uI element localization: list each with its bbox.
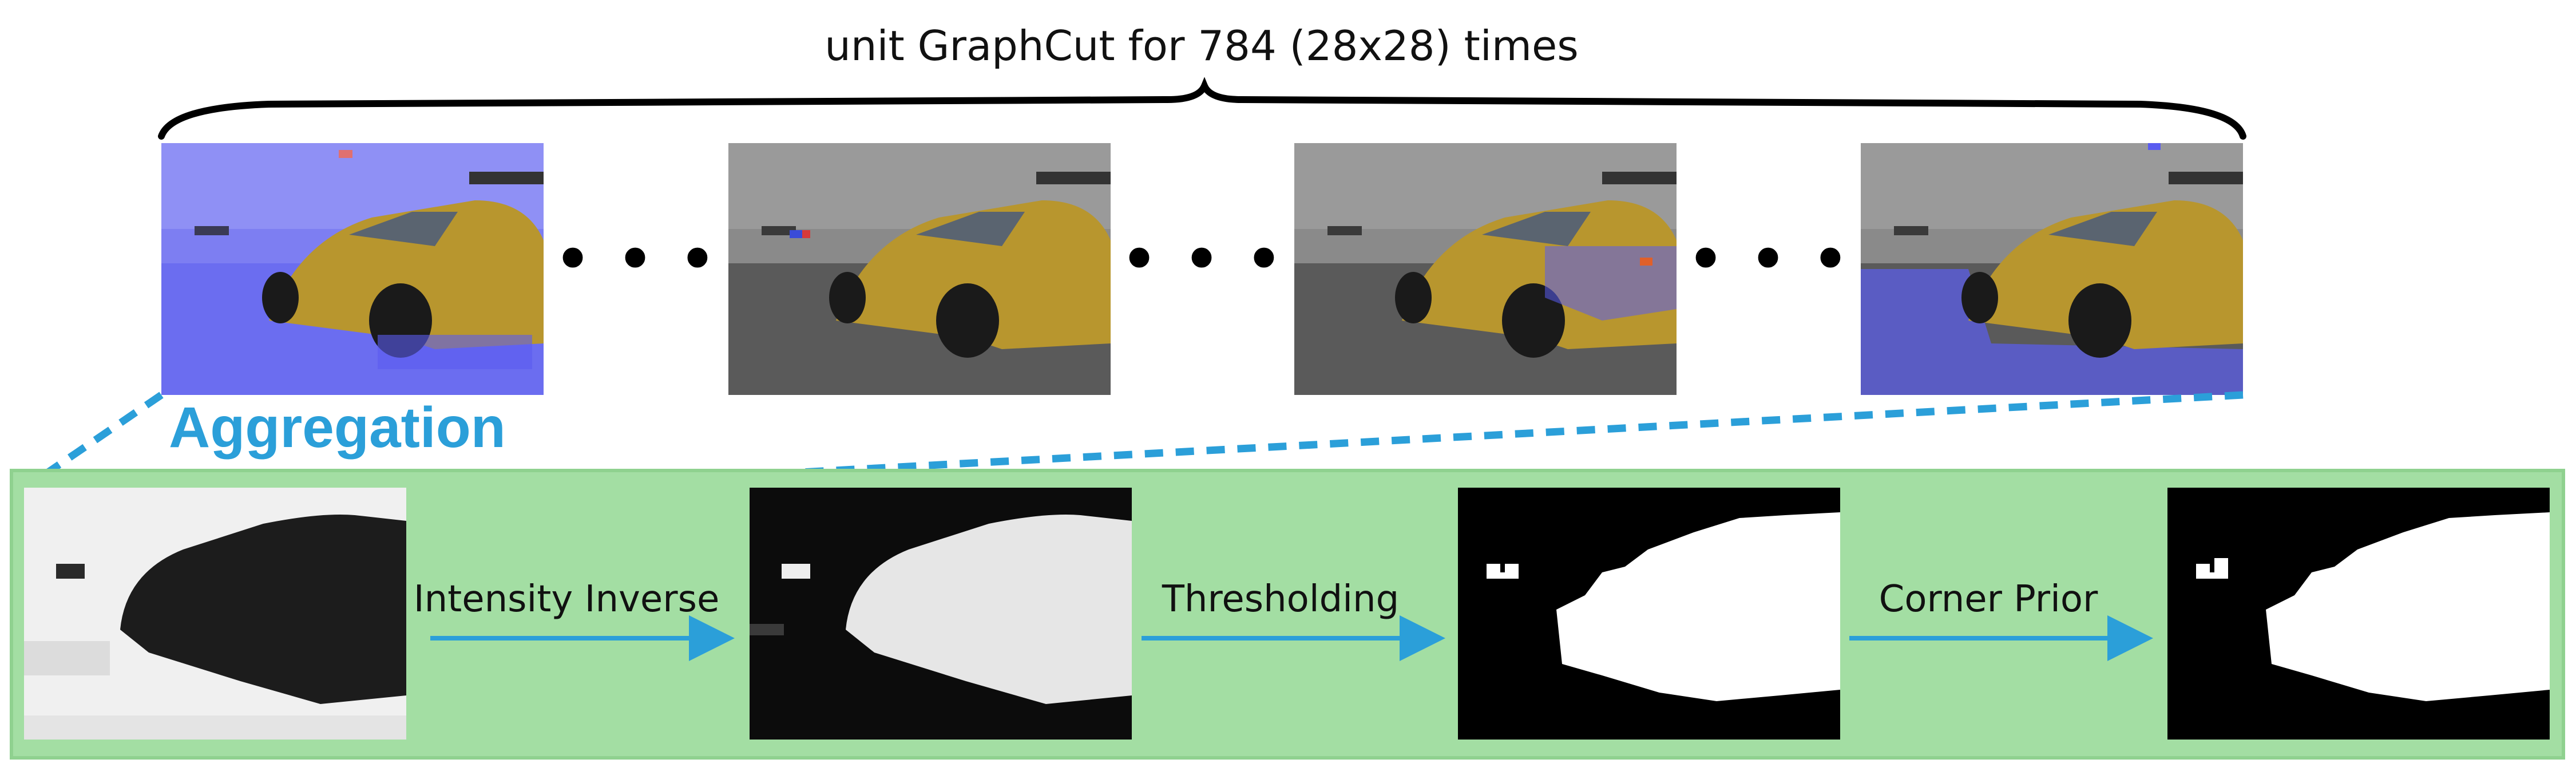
mask-grayscale-inverse xyxy=(750,488,1132,740)
step-label-thresholding: Thresholding xyxy=(1162,578,1400,620)
step-label-intensity-inverse: Intensity Inverse xyxy=(413,578,720,620)
ellipsis-1: • • • xyxy=(553,220,718,300)
step-label-corner-prior: Corner Prior xyxy=(1879,578,2098,620)
ellipsis-3: • • • xyxy=(1686,220,1851,300)
pipeline-panel xyxy=(10,469,2565,760)
mask-binary-corner xyxy=(2167,488,2550,740)
video-frame-3 xyxy=(1294,143,1677,395)
top-title: unit GraphCut for 784 (28x28) times xyxy=(825,22,1579,70)
top-brace xyxy=(158,77,2246,140)
video-frame-1 xyxy=(161,143,544,395)
mask-binary xyxy=(1458,488,1840,740)
video-frame-4 xyxy=(1861,143,2243,395)
ellipsis-2: • • • xyxy=(1119,220,1285,300)
mask-grayscale-raw xyxy=(24,488,406,740)
aggregation-title: Aggregation xyxy=(169,396,506,460)
video-frame-2 xyxy=(728,143,1111,395)
